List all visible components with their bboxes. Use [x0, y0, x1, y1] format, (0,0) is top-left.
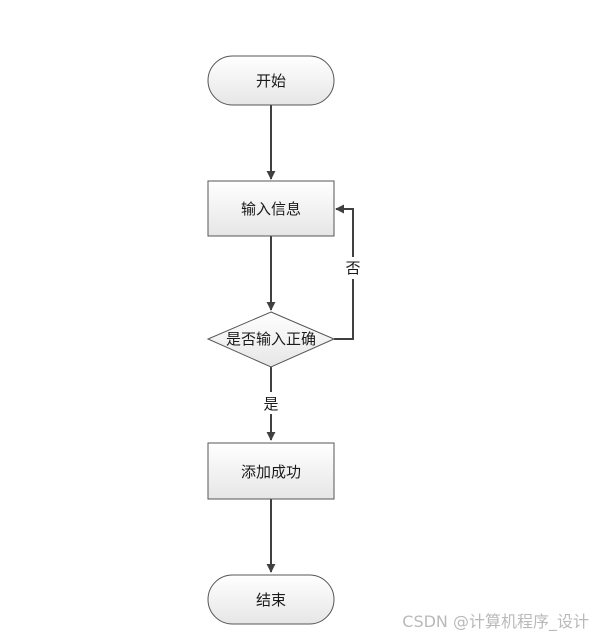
- success-node-label: 添加成功: [241, 463, 301, 481]
- start-node: [207, 55, 335, 106]
- end-node: [207, 574, 335, 625]
- watermark: CSDN @计算机程序_设计: [402, 612, 589, 631]
- decision-node-label: 是否输入正确: [226, 330, 316, 348]
- edge-label-no: 否: [345, 259, 360, 277]
- success-node: [207, 442, 335, 500]
- input-node: [207, 180, 335, 237]
- end-node-label: 结束: [256, 591, 286, 609]
- start-node-label: 开始: [256, 72, 286, 90]
- edge-label-yes: 是: [263, 395, 278, 413]
- input-node-label: 输入信息: [241, 200, 301, 218]
- decision-node: [206, 311, 336, 368]
